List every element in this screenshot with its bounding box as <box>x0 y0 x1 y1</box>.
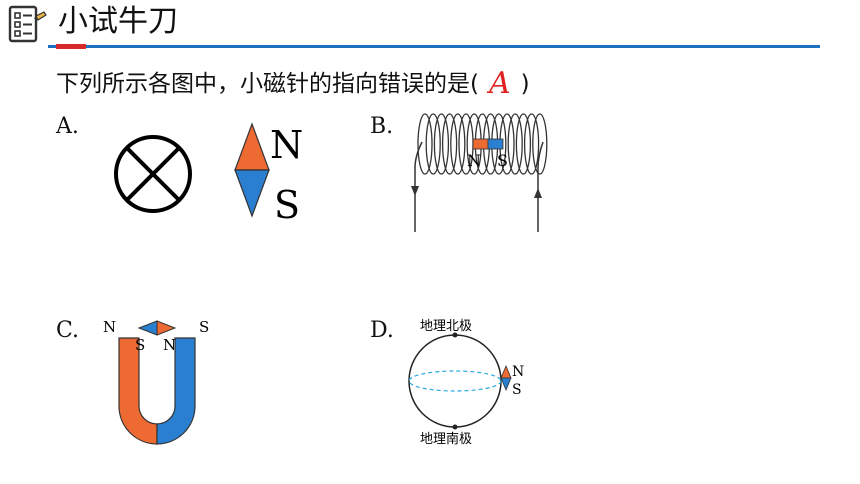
option-c-label: C. <box>56 318 80 343</box>
coil-loop <box>450 113 466 175</box>
question-close-paren: ) <box>520 71 530 97</box>
option-d-figure: 地理北极 地理南极 N S <box>408 319 524 447</box>
coil-loop <box>532 113 548 175</box>
needle-south-label-c: S <box>135 336 145 354</box>
coil-loop <box>417 113 433 175</box>
page-title: 小试牛刀 <box>58 4 178 39</box>
equator-line <box>408 370 502 392</box>
needle-south-label-a: S <box>274 183 300 227</box>
compass-needle-a <box>234 122 270 218</box>
coil-loop <box>441 113 458 175</box>
coil-loop <box>507 113 523 175</box>
answer-letter: A <box>488 66 511 101</box>
needle-north-label-b: N <box>467 151 481 170</box>
needle-north-label-c: N <box>163 336 176 354</box>
option-b-figure: N S <box>411 113 548 232</box>
title-underline <box>48 45 820 48</box>
compass-needle-d <box>500 364 512 392</box>
magnet-north-label: N <box>103 318 116 336</box>
compass-needle-b <box>472 138 504 150</box>
south-pole-dot <box>452 424 458 430</box>
option-c-figure: N S S N <box>103 318 209 445</box>
current-arrow-up-icon <box>534 188 542 198</box>
compass-needle-c <box>137 320 177 336</box>
title-accent <box>56 44 86 49</box>
north-pole-dot <box>452 332 458 338</box>
current-into-page-icon <box>114 135 192 213</box>
earth-globe <box>408 334 502 428</box>
magnet-south-label: S <box>199 318 209 336</box>
north-pole-label: 地理北极 <box>420 319 472 334</box>
header-icon <box>4 2 48 46</box>
coil-loop <box>515 113 532 175</box>
option-a-figure: N S <box>114 122 303 227</box>
option-b-label: B. <box>370 114 394 139</box>
option-a-label: A. <box>56 114 79 139</box>
coil-loop <box>433 113 450 175</box>
lead-wires <box>414 141 544 232</box>
coil-loop <box>425 113 441 175</box>
needle-south-label-b: S <box>497 151 508 170</box>
option-d-label: D. <box>370 318 394 343</box>
question-stem: 下列所示各图中，小磁针的指向错误的是( <box>56 71 479 97</box>
u-magnet <box>118 337 196 445</box>
checklist-pencil-icon <box>8 5 47 43</box>
needle-north-label-d: N <box>512 364 524 380</box>
coil-loop <box>523 113 540 175</box>
question-text: 下列所示各图中，小磁针的指向错误的是( A) <box>56 64 530 102</box>
needle-north-label-a: N <box>270 123 303 167</box>
needle-south-label-d: S <box>512 382 522 398</box>
current-arrow-down-icon <box>411 186 419 196</box>
south-pole-label: 地理南极 <box>420 431 472 447</box>
